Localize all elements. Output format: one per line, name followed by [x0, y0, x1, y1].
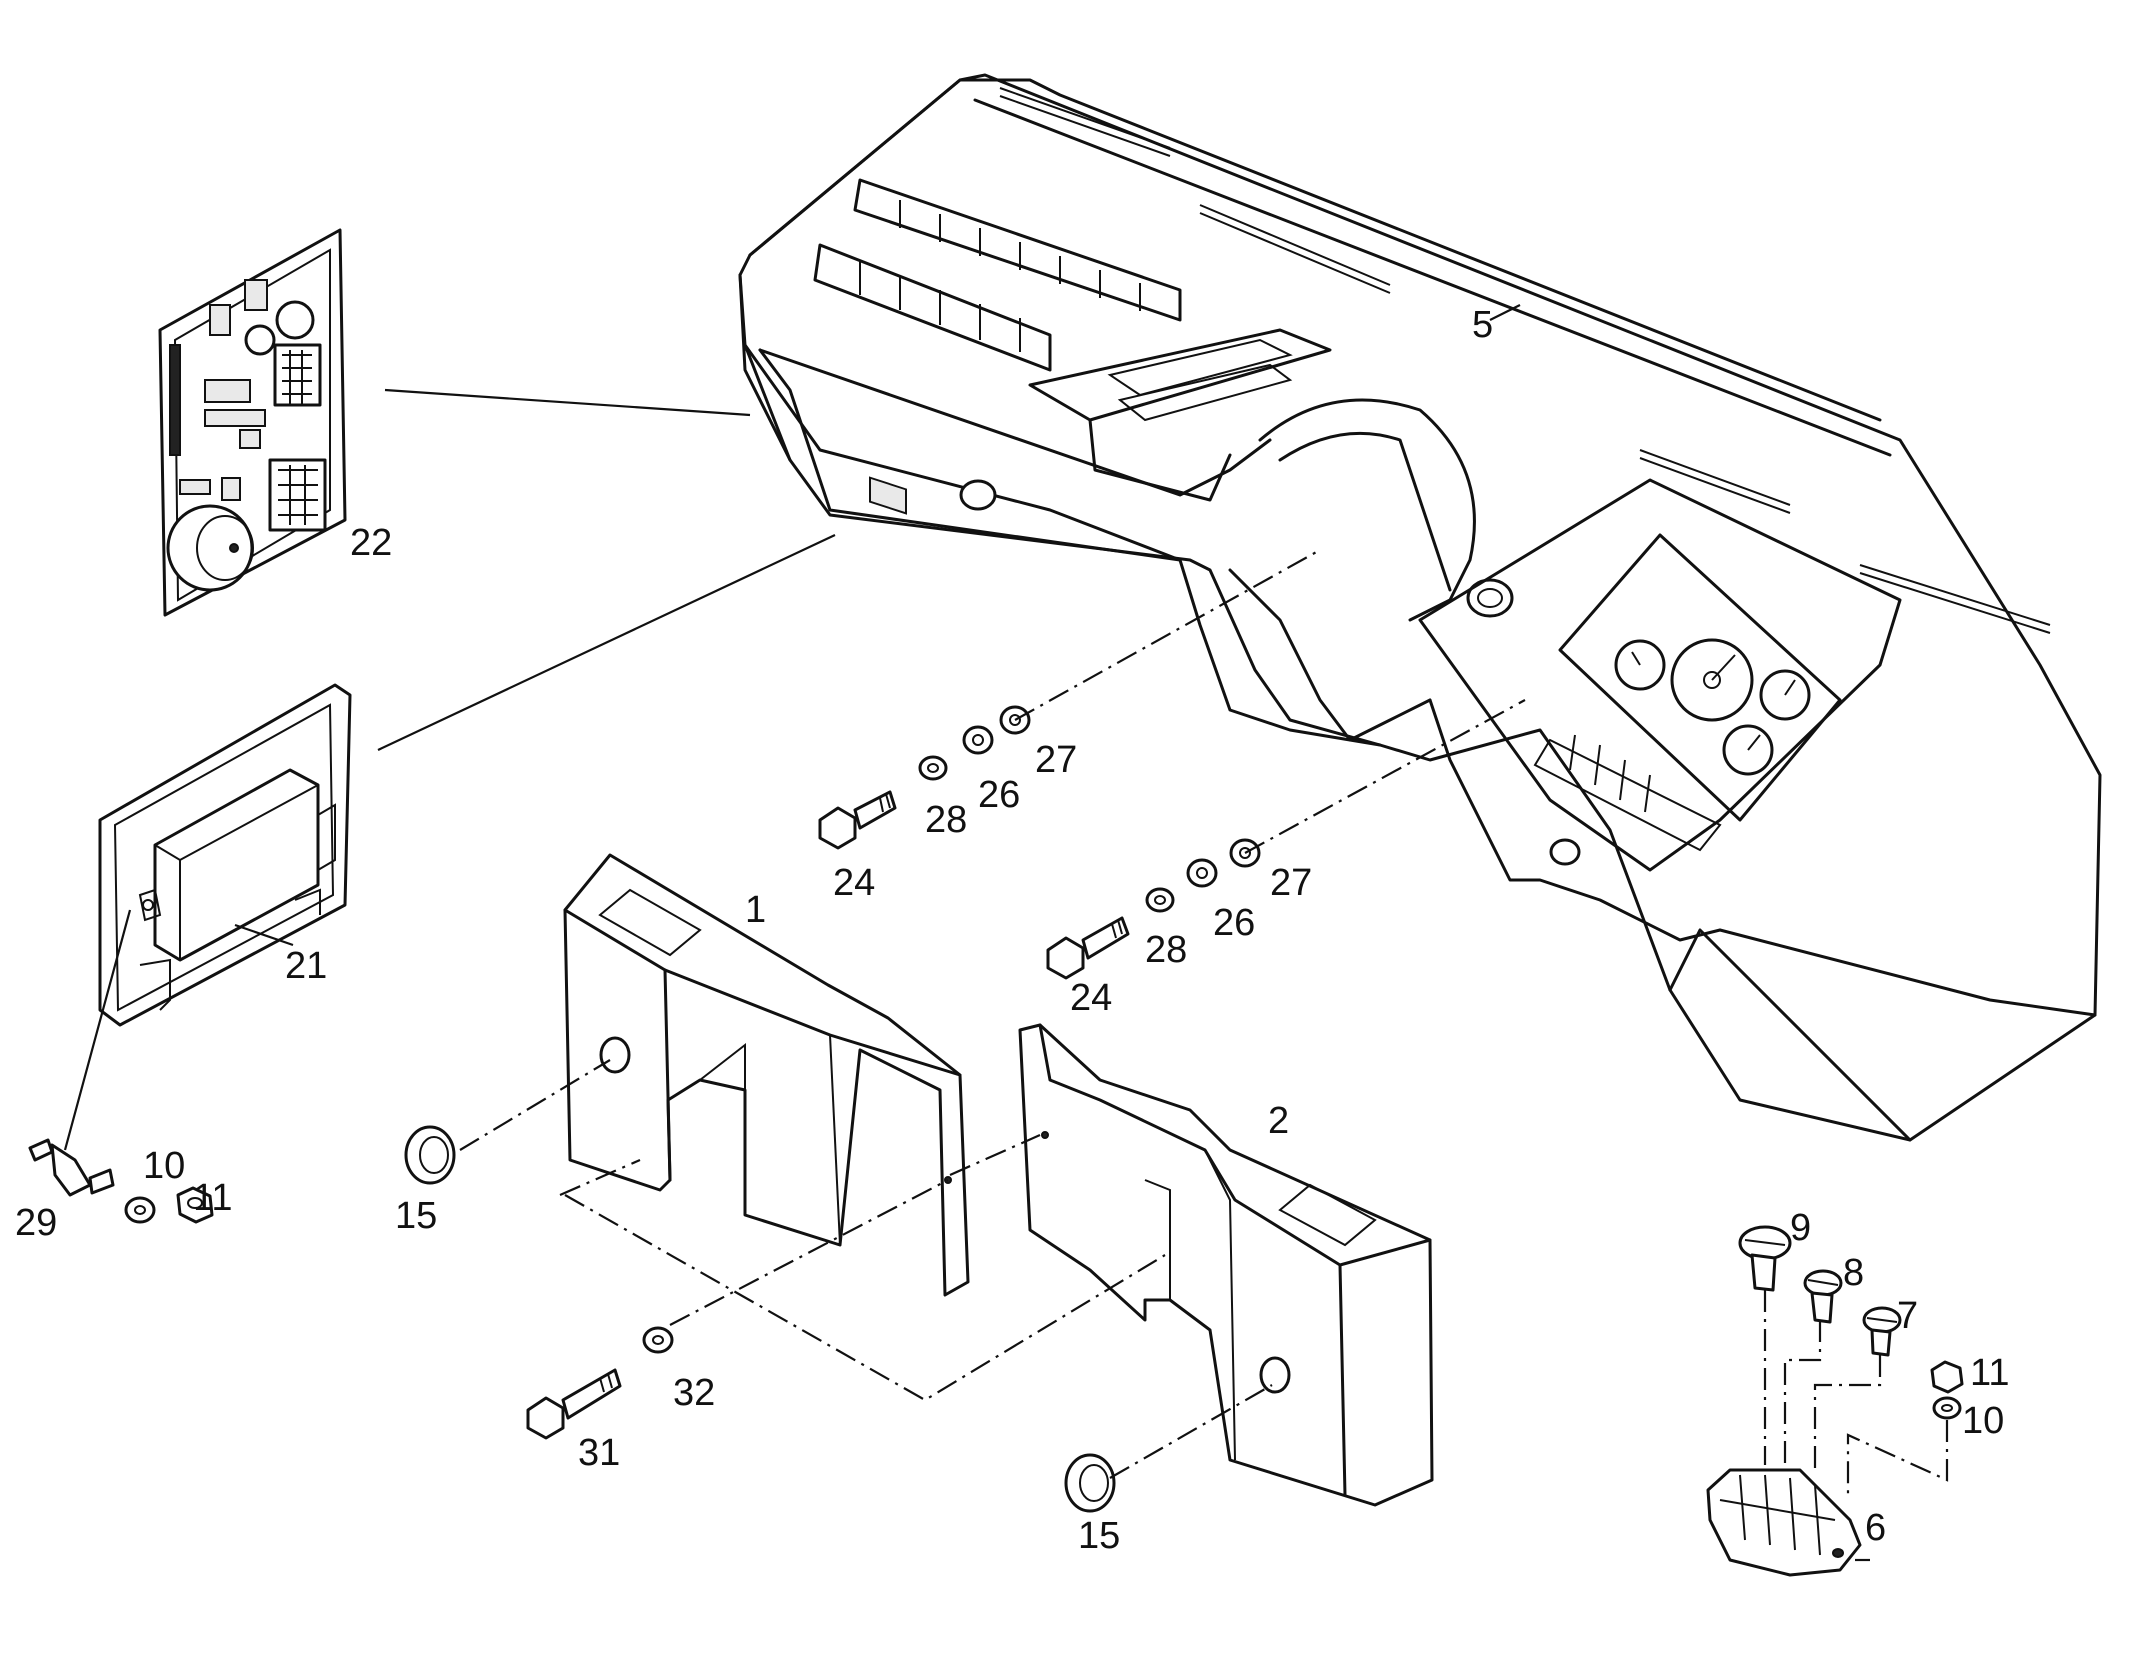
assembly-axis-lines [459, 549, 1949, 1500]
bolt-24-upper [818, 790, 897, 850]
screw-8 [1803, 1269, 1843, 1324]
label-part-15-left: 15 [395, 1195, 437, 1237]
label-part-2: 2 [1268, 1100, 1289, 1142]
electronic-module [98, 683, 352, 1027]
label-part-31: 31 [578, 1432, 620, 1474]
label-part-27-lower: 27 [1270, 862, 1312, 904]
grommet-15-right [1064, 1453, 1116, 1513]
label-part-7: 7 [1897, 1295, 1918, 1337]
connector-block [1706, 1468, 1862, 1577]
label-part-27-upper: 27 [1035, 739, 1077, 781]
bolt-24-lower [1046, 916, 1130, 980]
label-part-28-upper: 28 [925, 799, 967, 841]
center-display-window [1107, 338, 1293, 422]
label-part-11-right: 11 [1970, 1352, 2009, 1394]
side-panel-1 [563, 853, 970, 1297]
label-part-24-upper: 24 [833, 862, 875, 904]
leader-lines [63, 304, 1870, 1562]
nut-11-left [176, 1186, 214, 1224]
nut-11-right [1930, 1360, 1964, 1394]
label-part-10-right: 10 [1962, 1400, 2004, 1442]
label-part-15-right: 15 [1078, 1515, 1120, 1557]
top-vent-grille [999, 87, 2051, 634]
label-part-8: 8 [1843, 1252, 1864, 1294]
label-part-21: 21 [285, 945, 327, 987]
label-part-32: 32 [673, 1372, 715, 1414]
circuit-board [158, 228, 347, 617]
washer-32 [642, 1326, 674, 1354]
ignition-switch [1466, 578, 1514, 618]
label-part-10-left: 10 [143, 1145, 185, 1187]
screw-9 [1738, 1225, 1792, 1292]
label-part-11-left: 11 [193, 1177, 232, 1219]
washer-10-right [1932, 1396, 1962, 1420]
label-part-28-lower: 28 [1145, 929, 1187, 971]
bolt-31 [526, 1368, 622, 1440]
label-part-5: 5 [1472, 304, 1493, 346]
left-knob [959, 479, 997, 511]
label-part-22: 22 [350, 522, 392, 564]
right-knob [1549, 838, 1581, 866]
switch-row-upper [869, 200, 1141, 515]
washers-upper [918, 705, 1031, 781]
label-part-26-lower: 26 [1213, 902, 1255, 944]
label-part-29: 29 [15, 1202, 57, 1244]
grommet-15-left [404, 1125, 456, 1185]
label-part-1: 1 [745, 889, 766, 931]
washers-lower [1145, 838, 1261, 913]
side-panel-2 [1018, 1023, 1434, 1507]
label-part-6: 6 [1865, 1507, 1886, 1549]
dashboard-console [738, 73, 2102, 1142]
washer-10-left [124, 1196, 156, 1224]
switch-row-lower [859, 262, 1021, 352]
instrument-cluster [1533, 533, 1842, 852]
label-part-9: 9 [1790, 1207, 1811, 1249]
part-labels: 1 2 5 6 7 8 9 10 10 11 11 15 15 21 22 24… [15, 304, 2009, 1557]
spacer-29 [28, 1138, 115, 1197]
label-part-24-lower: 24 [1070, 977, 1112, 1019]
screw-7 [1862, 1306, 1902, 1357]
label-part-26-upper: 26 [978, 774, 1020, 816]
